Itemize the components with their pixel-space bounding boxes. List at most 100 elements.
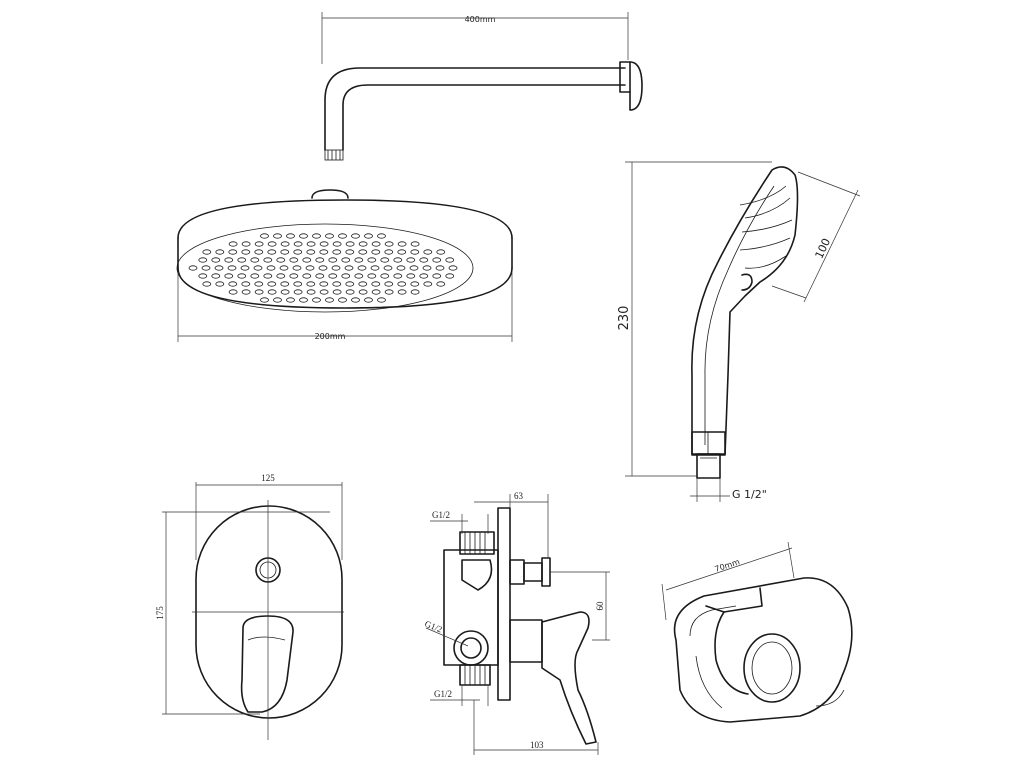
shower-holder (673, 577, 853, 723)
nozzle (318, 265, 328, 271)
nozzle (445, 257, 455, 263)
nozzle (396, 265, 406, 271)
nozzle (267, 249, 277, 255)
nozzle (344, 265, 354, 271)
nozzle (345, 249, 355, 255)
nozzle (422, 265, 432, 271)
nozzle (305, 265, 315, 271)
nozzle (228, 281, 238, 287)
nozzle (198, 257, 208, 263)
nozzle (397, 289, 407, 295)
nozzle (423, 281, 433, 287)
nozzle (358, 249, 368, 255)
nozzle (384, 249, 394, 255)
nozzle (280, 281, 290, 287)
nozzle (397, 281, 407, 287)
nozzle (397, 249, 407, 255)
nozzle (263, 257, 273, 263)
nozzle (306, 289, 316, 295)
nozzle (332, 249, 342, 255)
nozzle (280, 289, 290, 295)
nozzle (273, 297, 282, 303)
nozzle (237, 273, 247, 279)
nozzle (211, 273, 221, 279)
nozzle (319, 249, 329, 255)
nozzle (338, 297, 347, 303)
nozzle (202, 249, 212, 255)
nozzle (286, 233, 295, 239)
nozzle (419, 273, 429, 279)
nozzle (445, 273, 455, 279)
nozzle (267, 289, 277, 295)
nozzle (227, 265, 237, 271)
handshower-dimensions: 230 100 G 1/2" (617, 161, 861, 502)
nozzle (410, 289, 420, 295)
handshower-length-label: 230 (617, 306, 632, 331)
plate-dimensions: 125 175 (155, 473, 344, 740)
nozzle (254, 241, 264, 247)
arm-length-label: 400mm (465, 15, 496, 24)
nozzle (406, 273, 416, 279)
nozzle (292, 265, 302, 271)
nozzle (293, 281, 303, 287)
nozzle (215, 249, 225, 255)
nozzle (380, 257, 390, 263)
nozzle (224, 257, 234, 263)
holder-dimension: 70mm (661, 541, 795, 621)
arm-dimension: 400mm (321, 12, 629, 64)
nozzle (409, 265, 419, 271)
nozzle (406, 257, 416, 263)
nozzle (351, 297, 360, 303)
nozzle (254, 249, 264, 255)
head-dimension: 200mm (177, 272, 513, 342)
nozzle (341, 257, 351, 263)
nozzle (319, 289, 329, 295)
nozzle (380, 273, 390, 279)
nozzle (367, 273, 377, 279)
nozzle (364, 297, 373, 303)
nozzle (325, 297, 334, 303)
nozzle (319, 281, 329, 287)
nozzle (273, 233, 282, 239)
nozzle (315, 273, 325, 279)
nozzle (345, 289, 355, 295)
nozzle (241, 241, 251, 247)
nozzle (328, 273, 338, 279)
nozzle (254, 289, 264, 295)
nozzle (371, 281, 381, 287)
nozzle (371, 289, 381, 295)
nozzle (345, 281, 355, 287)
concealed-valve (443, 507, 597, 745)
nozzle (228, 249, 238, 255)
nozzle (384, 241, 394, 247)
nozzle (384, 281, 394, 287)
nozzle (377, 297, 386, 303)
nozzle (228, 241, 238, 247)
nozzle (377, 233, 386, 239)
nozzle (432, 273, 442, 279)
nozzle (224, 273, 234, 279)
nozzle (280, 241, 290, 247)
nozzle (325, 233, 334, 239)
valve-dimensions: 63 G1/2 G1/2 G1/2 60 103 (423, 491, 610, 755)
nozzle (332, 241, 342, 247)
handshower-thread-label: G 1/2" (732, 488, 767, 501)
nozzle (289, 257, 299, 263)
nozzle (315, 257, 325, 263)
nozzle (254, 281, 264, 287)
nozzle (354, 273, 364, 279)
valve-depth-label: 63 (514, 491, 524, 501)
nozzle (384, 289, 394, 295)
nozzle (253, 265, 263, 271)
nozzle (293, 289, 303, 295)
nozzle-grid (188, 233, 458, 303)
nozzle (419, 257, 429, 263)
nozzle (410, 281, 420, 287)
nozzle (338, 233, 347, 239)
nozzle (423, 249, 433, 255)
shower-head (176, 189, 513, 313)
nozzle (302, 273, 312, 279)
nozzle (202, 281, 212, 287)
nozzle (331, 265, 341, 271)
